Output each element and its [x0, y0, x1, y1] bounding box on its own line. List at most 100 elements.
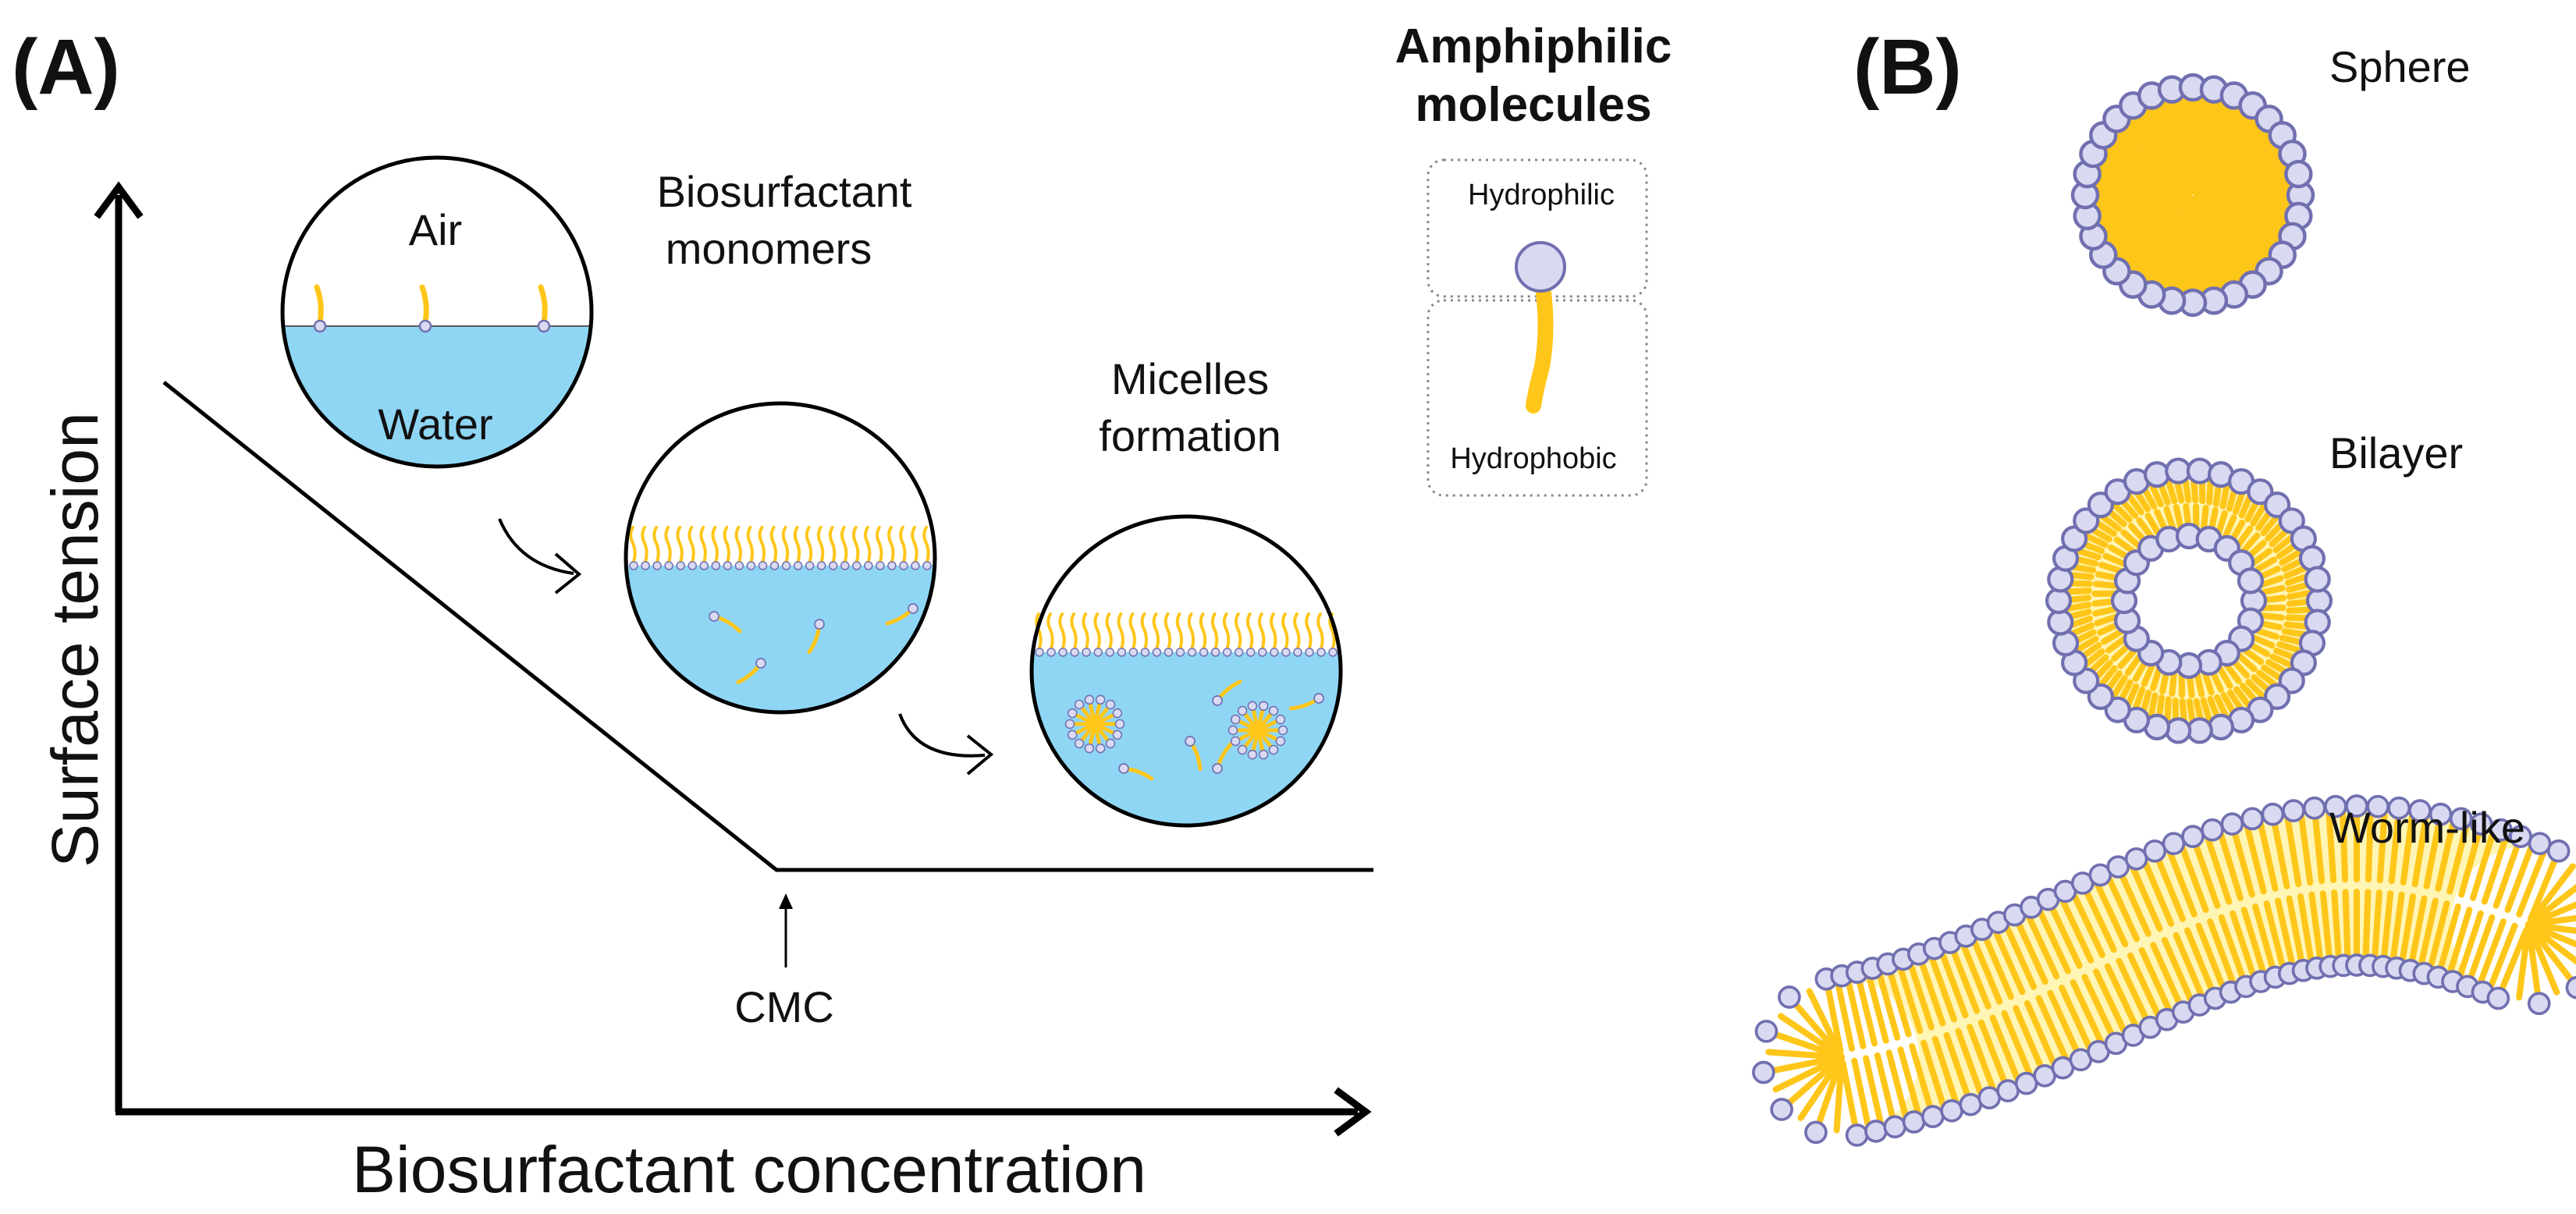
worm-tail	[2105, 873, 2141, 942]
worm-tail	[2217, 829, 2244, 901]
worm-tail	[2481, 833, 2510, 905]
water-fill	[626, 566, 935, 712]
worm-cap-tail	[1814, 1053, 1845, 1130]
worm-tail	[2013, 916, 2048, 985]
worm-cap-tail	[2525, 921, 2576, 948]
molecule-head	[1305, 648, 1314, 657]
worm-tail	[2141, 857, 2175, 927]
molecule-head	[911, 561, 920, 570]
worm-cap-tail	[1806, 988, 1845, 1060]
worm-tail	[2129, 862, 2163, 932]
monolayer-tail	[1164, 612, 1172, 650]
worm-tail	[2035, 905, 2071, 974]
molecule-head	[734, 561, 744, 570]
worm-tail	[1863, 1055, 1885, 1129]
stage-micelles-circle	[1029, 514, 1343, 828]
molecule-head	[1112, 729, 1123, 740]
monolayer-tail	[876, 526, 883, 563]
molecule-head	[887, 561, 897, 570]
molecule-head	[2207, 713, 2235, 740]
worm-tail	[2297, 893, 2315, 967]
worm-tail	[2263, 900, 2287, 974]
molecule-head	[2546, 839, 2571, 863]
monolayer-tail	[1046, 612, 1054, 650]
molecule-head	[1804, 1120, 1828, 1145]
molecule-head	[1230, 714, 1241, 725]
molecule-head	[2486, 986, 2510, 1010]
worm-tail	[1844, 976, 1867, 1049]
monolayer-tail	[1140, 612, 1148, 650]
bilayer-outer-tail	[2070, 635, 2099, 655]
water-label: Water	[378, 399, 492, 449]
worm-tail	[2024, 910, 2060, 980]
worm-tail	[2308, 891, 2324, 967]
worm-tail	[2257, 818, 2279, 893]
worm-tail	[2059, 985, 2094, 1053]
monomers-title-line2: monomers	[666, 224, 872, 273]
monolayer-tail	[805, 526, 813, 563]
molecule-head	[1293, 648, 1302, 657]
monolayer-tail	[1058, 612, 1066, 650]
molecule-head	[1258, 701, 1269, 712]
molecule-head	[2527, 992, 2551, 1016]
worm-tail	[2417, 897, 2439, 971]
molecule-head	[2061, 525, 2088, 552]
molecule-head	[1883, 1115, 1907, 1139]
molecule-head	[1281, 648, 1291, 657]
monolayer-tail	[769, 526, 778, 563]
worm-tail	[2190, 837, 2221, 909]
molecule-head	[1268, 744, 1279, 755]
worm-tail	[2178, 842, 2209, 914]
worm-tail	[1959, 939, 1992, 1010]
molecule-head	[746, 561, 756, 570]
bilayer-outer-tail	[2108, 499, 2133, 524]
molecule-head	[1902, 1110, 1926, 1134]
micelle-tail	[1256, 719, 1278, 733]
monolayer-tail	[1070, 612, 1078, 650]
worm-tail	[2218, 914, 2248, 985]
monolayer-tail	[852, 526, 860, 563]
worm-cap-tail	[1772, 1053, 1845, 1093]
hydrophobic-tail	[1526, 273, 1554, 414]
molecule-head	[1940, 1099, 1963, 1123]
molecule-head	[1212, 695, 1223, 706]
cmc-label: CMC	[734, 982, 834, 1031]
monolayer-tail	[746, 526, 754, 563]
legend-title-line2: molecules	[1415, 78, 1651, 132]
monolayer-tail	[922, 526, 930, 563]
small-micelle	[1228, 701, 1288, 760]
molecule-head	[840, 561, 850, 570]
molecule-head	[1222, 648, 1232, 657]
worm-tail	[2362, 889, 2372, 964]
worm-tail	[1865, 971, 1889, 1044]
molecule-head	[1067, 729, 1078, 740]
monolayer-tail	[1128, 612, 1136, 650]
molecule-head	[1058, 648, 1068, 657]
molecule-head	[1270, 648, 1279, 657]
molecule-head	[755, 658, 766, 669]
molecule-head	[1185, 736, 1196, 747]
molecule-head	[1095, 694, 1106, 705]
worm-tail	[1885, 965, 1912, 1038]
worm-tail	[2376, 808, 2388, 884]
worm-tail	[2311, 809, 2326, 885]
molecule-head	[1754, 1020, 1778, 1043]
monolayer-tail	[1187, 612, 1196, 650]
molecule-head	[1234, 648, 1244, 657]
worm-tail	[2230, 825, 2255, 898]
worm-tail	[2035, 995, 2070, 1064]
monolayer-tail	[711, 526, 719, 563]
hydrophilic-label: Hydrophilic	[1468, 179, 1615, 211]
molecule-head	[641, 561, 650, 570]
molecule-head	[1199, 648, 1209, 657]
molecule-head	[2201, 818, 2224, 842]
worm-tail	[1885, 1049, 1910, 1123]
worm-tail	[2528, 852, 2560, 922]
molecule-head	[1093, 648, 1103, 657]
molecule-head	[2073, 667, 2100, 694]
worm-like-micelle	[1752, 794, 2576, 1147]
free-monomers	[1118, 680, 1324, 781]
molecule-head	[1074, 699, 1085, 710]
molecule-head	[1095, 743, 1106, 754]
monolayer-tail	[1152, 612, 1160, 650]
